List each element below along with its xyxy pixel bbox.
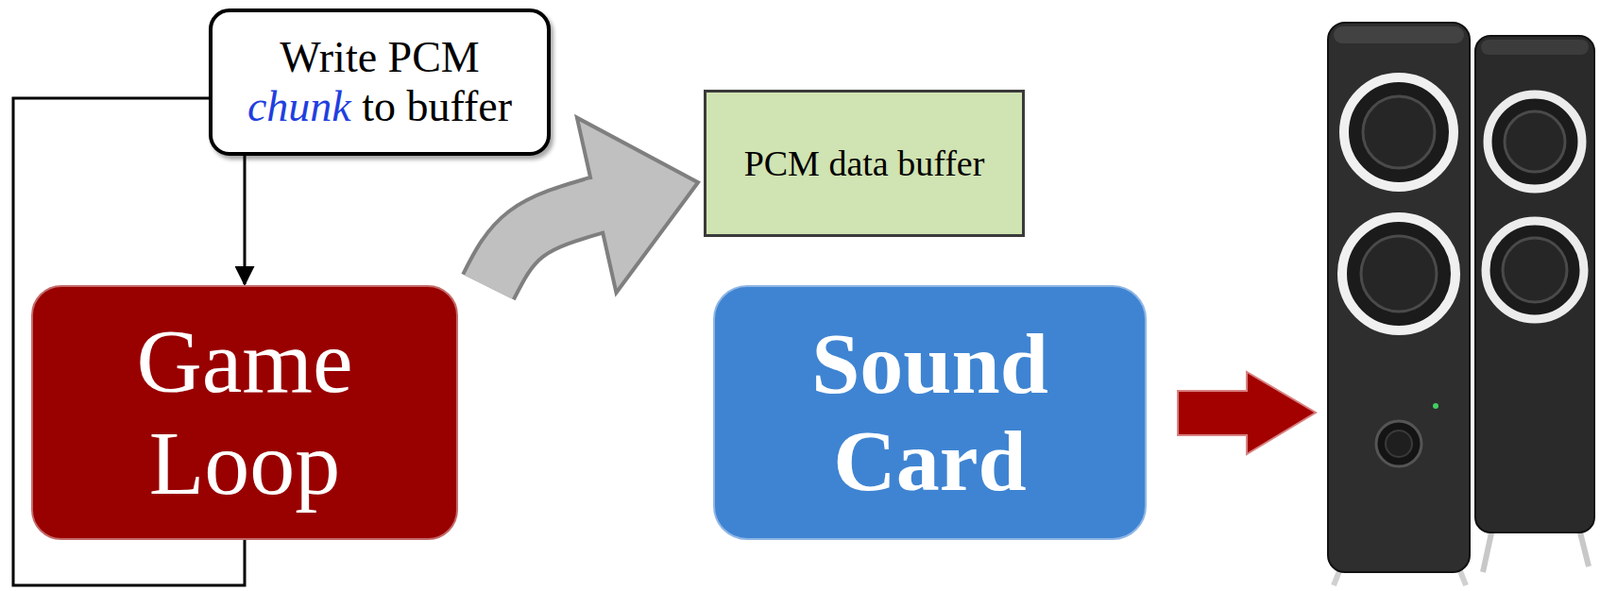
device-box: Sound Card: [713, 285, 1147, 541]
output-arrow: [1177, 372, 1316, 455]
arrow-joint: [591, 204, 601, 206]
callout-box: Write PCM chunk to buffer: [208, 8, 551, 156]
node-label: Sound Card: [714, 315, 1145, 511]
node-label: Game Loop: [33, 310, 457, 514]
process-box: Game Loop: [31, 285, 459, 541]
speaker-illustration: [1327, 22, 1595, 586]
arrow-head: [577, 118, 698, 293]
node-label: PCM data buffer: [744, 143, 986, 185]
arrow-outline: [488, 204, 597, 288]
buffer-box: PCM data buffer: [703, 89, 1025, 238]
node-label: Write PCM chunk to buffer: [238, 33, 522, 131]
arrow-body: [488, 204, 597, 288]
